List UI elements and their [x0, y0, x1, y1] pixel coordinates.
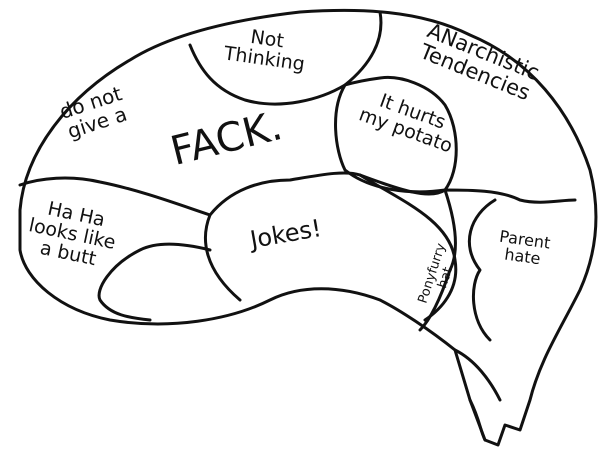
divider-lower-top: [18, 171, 577, 217]
region-label-parent-hate: Parent hate: [498, 226, 552, 269]
outer-contour: [18, 8, 598, 447]
divider-haha: [97, 242, 212, 322]
divider-not-thinking: [188, 10, 383, 106]
divider-it-hurts: [334, 75, 458, 194]
divider-pony: [418, 188, 497, 342]
brainstem-lines: [453, 348, 502, 442]
